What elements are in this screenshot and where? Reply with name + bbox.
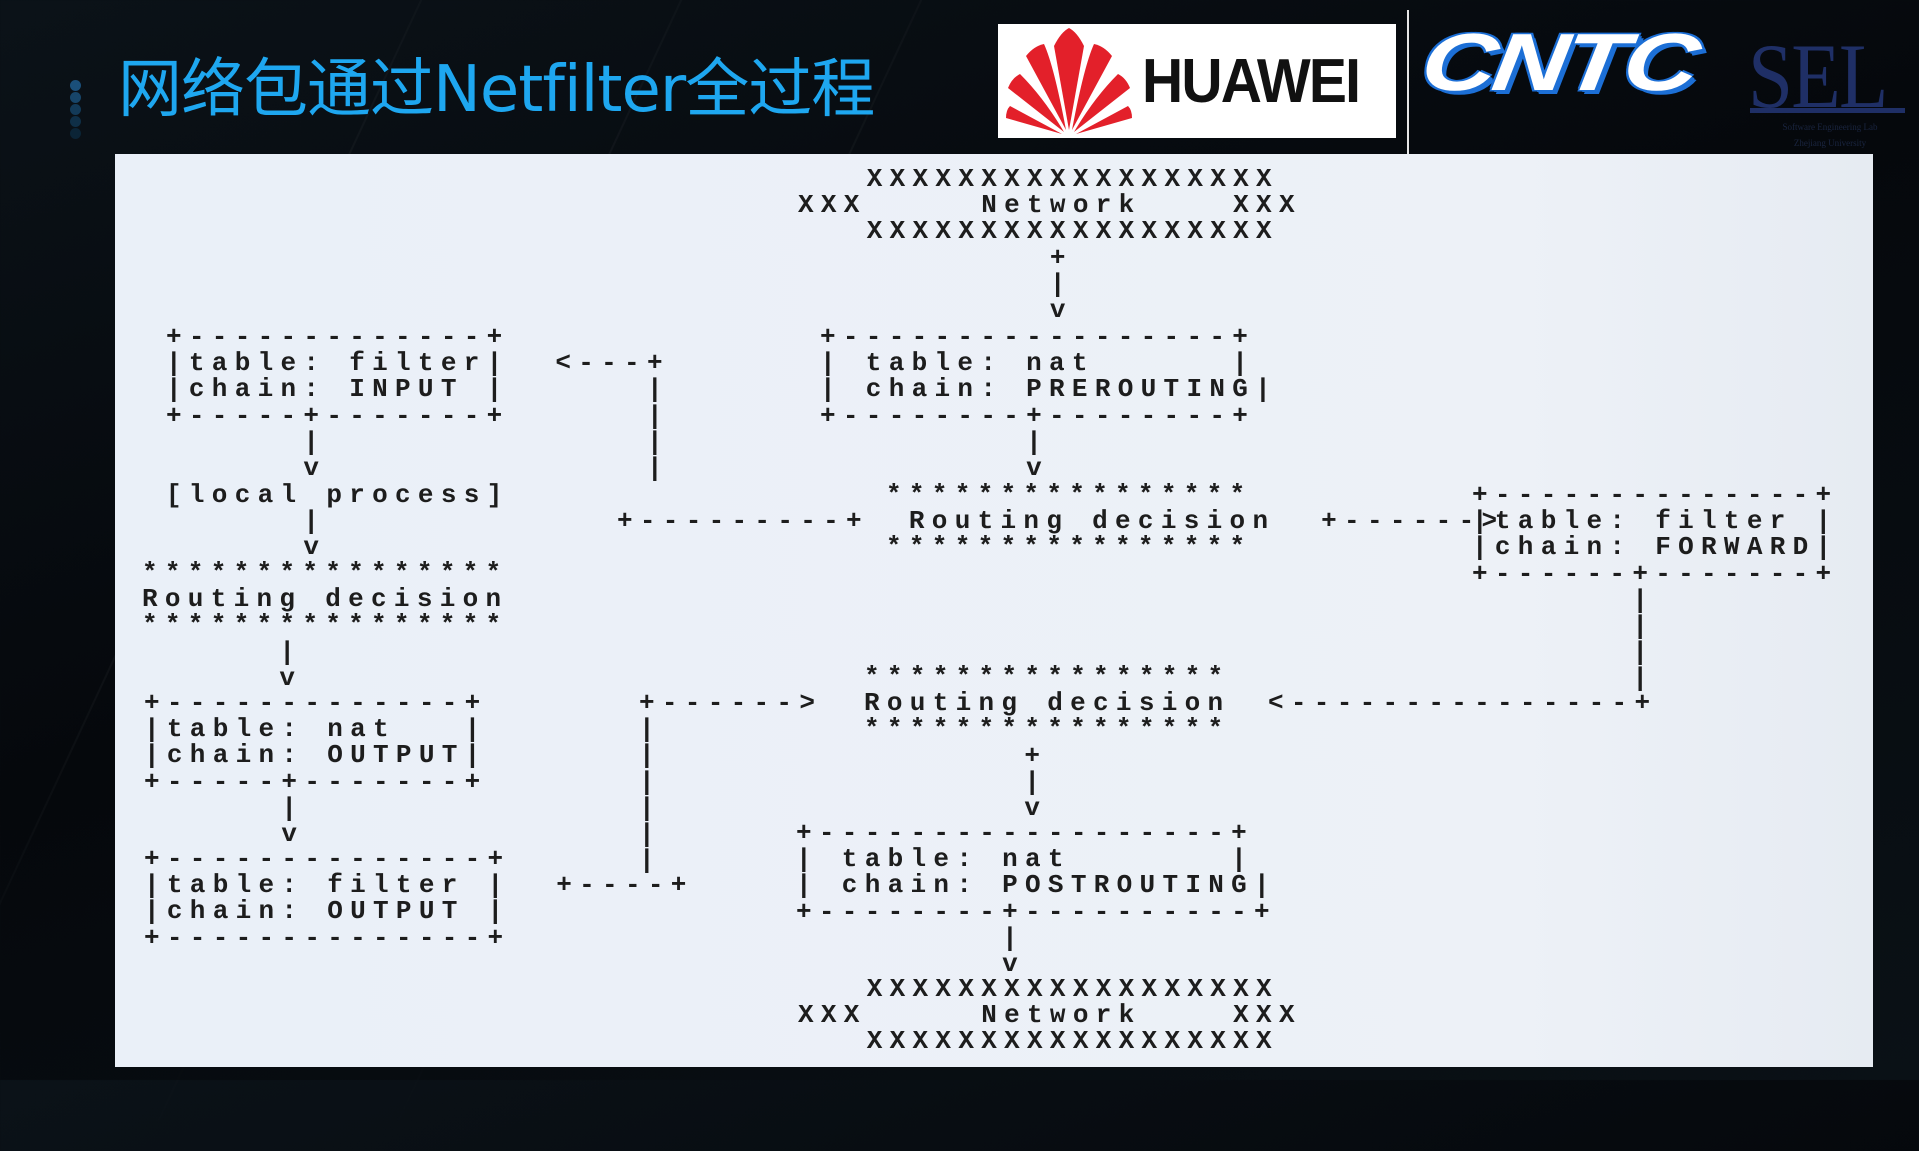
prerouting-box: +-----------------+ | table: nat | | cha…: [820, 322, 1279, 484]
input-box: +-------------+ |table: filter| <---+ |c…: [166, 322, 670, 484]
nat-output-box: +-------------+ |table: nat | |chain: OU…: [144, 688, 488, 850]
routing-decision-mid: **************** Routing decision +-----…: [886, 480, 1505, 563]
slide-title: 网络包通过Netfilter全过程: [118, 53, 875, 127]
forward-box: +--------------+ |table: filter | |chain…: [1472, 480, 1839, 694]
filter-output-box: +--------------+ |table: filter | +----+…: [144, 844, 694, 953]
routing-decision-low: **************** Routing decision ******…: [864, 662, 1231, 824]
huawei-petals-icon: [1006, 28, 1132, 134]
routing-mid-left-connector: +---------+: [617, 506, 869, 536]
logo-divider: [1407, 10, 1409, 154]
huawei-wordmark: HUAWEI: [1142, 46, 1361, 116]
routing-decision-left: **************** Routing decision ******…: [142, 558, 509, 693]
sel-subtitle-university: Zhejiang University: [1793, 138, 1867, 148]
network-bottom-block: XXXXXXXXXXXXXXXXXX XXX Network XXX XXXXX…: [798, 974, 1302, 1057]
huawei-logo: HUAWEI: [998, 24, 1396, 138]
sel-logo: SEL: [1748, 25, 1888, 127]
left-connector-line: +------> | | | | | |: [639, 688, 823, 876]
netfilter-diagram-panel: [115, 154, 1873, 1067]
title-bullet-dots: [70, 80, 84, 140]
network-top-block: XXXXXXXXXXXXXXXXXX XXX Network XXX XXXXX…: [798, 164, 1302, 326]
forward-return-arrow: <---------------+: [1268, 688, 1658, 718]
postrouting-box: +------------------+ | table: nat | | ch…: [796, 818, 1277, 980]
sel-subtitle-lab: Software Engineering Lab: [1782, 122, 1878, 132]
sel-underline: [1750, 108, 1905, 113]
cntc-logo: CNTC: [1415, 17, 1702, 108]
local-process: [local process] | v: [166, 480, 510, 563]
